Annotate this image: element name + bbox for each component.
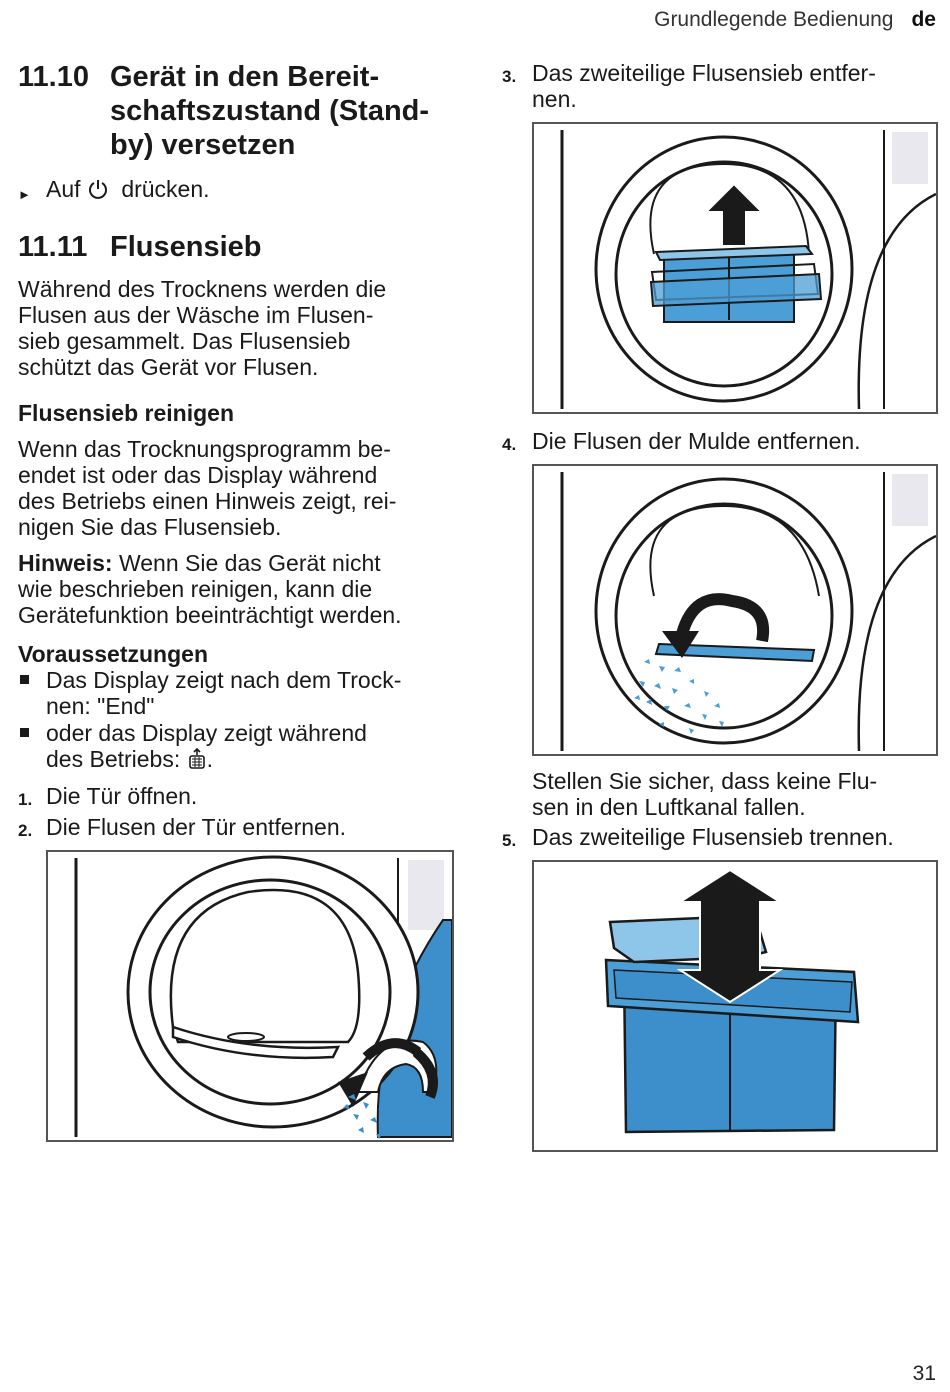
- prerequisites-heading: Voraussetzungen: [18, 641, 208, 667]
- standby-instruction: ► Auf drücken.: [18, 176, 458, 205]
- text-line: nigen Sie das Flusensieb.: [18, 514, 282, 540]
- clean-paragraph: Wenn das Trocknungsprogramm be- endet is…: [18, 436, 396, 540]
- text-line: Während des Trocknens werden die: [18, 276, 387, 302]
- square-bullet-icon: [20, 728, 29, 737]
- step-number: 4.: [502, 435, 517, 454]
- figure-remove-trough-lint: [532, 464, 938, 756]
- page-number: 31: [912, 1362, 936, 1385]
- note-label: Hinweis:: [18, 550, 113, 576]
- step-5: 5. Das zweiteilige Flusensieb trennen.: [502, 824, 942, 850]
- step-text: Die Flusen der Tür entfernen.: [46, 814, 347, 840]
- text-line: endet ist oder das Display während: [18, 462, 378, 488]
- text-line: Das Display zeigt nach dem Trock-: [46, 667, 402, 693]
- text-line: des Betriebs:: [46, 746, 181, 772]
- square-bullet-icon: [20, 675, 29, 684]
- section-number-11-11: 11.11: [18, 231, 88, 263]
- text-line: nen: "End": [46, 693, 155, 719]
- step-1: 1. Die Tür öffnen.: [18, 783, 458, 809]
- triangle-bullet-icon: ►: [18, 187, 31, 202]
- figure-remove-lint-filter: [532, 122, 938, 414]
- section-title-11-10-line: by) versetzen: [110, 129, 296, 161]
- text-line: Stellen Sie sicher, dass keine Flu-: [532, 768, 878, 794]
- step-number: 5.: [502, 831, 517, 850]
- lint-filter-icon: [187, 747, 207, 775]
- prereq-item-2: oder das Display zeigt während des Betri…: [18, 720, 458, 775]
- step-number: 3.: [502, 67, 517, 86]
- text-line: Wenn das Trocknungsprogramm be-: [18, 436, 391, 462]
- power-icon: [87, 178, 109, 205]
- text-line: des Betriebs einen Hinweis zeigt, rei-: [18, 488, 397, 514]
- section-title-11-11: Flusensieb: [110, 231, 262, 263]
- note-paragraph: Hinweis: Wenn Sie das Gerät nicht wie be…: [18, 550, 402, 628]
- instruction-pre: Auf: [46, 176, 81, 202]
- header-section-title: Grundlegende Bedienung: [654, 8, 894, 31]
- text-line: schützt das Gerät vor Flusen.: [18, 354, 319, 380]
- section-title-11-10-line: Gerät in den Bereit-: [110, 61, 380, 93]
- step-number: 1.: [18, 790, 33, 809]
- section-title-11-10: Gerät in den Bereit- schaftszustand (Sta…: [110, 60, 450, 162]
- flusensieb-intro: Während des Trocknens werden die Flusen …: [18, 276, 386, 380]
- step-4: 4. Die Flusen der Mulde entfernen.: [502, 428, 942, 454]
- figure-separate-lint-filter: [532, 860, 938, 1152]
- subheading-flusensieb-reinigen: Flusensieb reinigen: [18, 400, 234, 426]
- step-3: 3. Das zweiteilige Flusensieb entfer- ne…: [502, 60, 942, 112]
- text-line: Gerätefunktion beeinträchtigt werden.: [18, 602, 402, 628]
- step-text: Die Flusen der Mulde entfernen.: [532, 428, 861, 454]
- prereq-item-1: Das Display zeigt nach dem Trock- nen: "…: [18, 667, 458, 719]
- section-title-11-10-line: schaftszustand (Stand-: [110, 95, 430, 127]
- text-line: Flusen aus der Wäsche im Flusen-: [18, 302, 374, 328]
- section-number-11-10: 11.10: [18, 61, 89, 93]
- step-2: 2. Die Flusen der Tür entfernen.: [18, 814, 458, 840]
- step-text: Das zweiteilige Flusensieb trennen.: [532, 824, 894, 850]
- text-end: .: [206, 746, 214, 772]
- step-number: 2.: [18, 821, 33, 840]
- text-line: wie beschrieben reinigen, kann die: [18, 576, 373, 602]
- instruction-post: drücken.: [121, 176, 210, 202]
- text-line: Das zweiteilige Flusensieb entfer-: [532, 60, 876, 86]
- figure-remove-door-lint: [46, 850, 454, 1142]
- step-4-hint: Stellen Sie sicher, dass keine Flu- sen …: [532, 768, 942, 820]
- step-text: Die Tür öffnen.: [46, 783, 198, 809]
- text-line: Wenn Sie das Gerät nicht: [118, 550, 381, 576]
- text-line: sen in den Luftkanal fallen.: [532, 794, 806, 820]
- page-header: Grundlegende Bedienung de: [654, 8, 936, 32]
- text-line: nen.: [532, 86, 577, 112]
- text-line: sieb gesammelt. Das Flusensieb: [18, 328, 351, 354]
- header-language: de: [911, 8, 936, 31]
- text-line: oder das Display zeigt während: [46, 720, 367, 746]
